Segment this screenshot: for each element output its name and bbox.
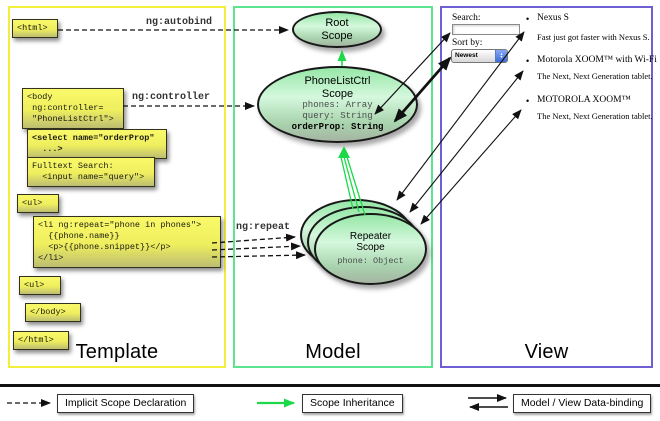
sort-select[interactable]: Newest ▲▼	[451, 49, 508, 63]
phonelistctrl-scope-ellipse: PhoneListCtrl Scope phones: Array query:…	[257, 66, 418, 143]
view-item-desc: The Next, Next Generation tablet.	[537, 111, 653, 121]
phonelistctrl-prop-orderprop: orderProp: String	[291, 122, 384, 133]
bullet-icon: •	[526, 14, 530, 24]
model-panel-label: Model	[305, 341, 361, 363]
view-item-title: Nexus S	[537, 13, 569, 23]
sort-by-label: Sort by:	[452, 38, 483, 48]
legend-separator	[0, 384, 660, 387]
code-body-open: <body ng:controller= "PhoneListCtrl">	[22, 88, 124, 129]
phonelistctrl-scope-title: PhoneListCtrl Scope	[304, 75, 371, 100]
legend-model-view-data-binding: Model / View Data-binding	[513, 394, 652, 413]
code-html-open: <html>	[12, 19, 58, 38]
code-ul-close: <ul>	[19, 276, 61, 295]
model-panel: Model	[233, 6, 433, 368]
ng-controller-label: ng:controller	[132, 92, 211, 103]
bullet-icon: •	[526, 56, 530, 66]
search-input[interactable]	[452, 24, 520, 35]
legend-double-arrow-icon	[468, 394, 508, 411]
root-scope-ellipse: Root Scope	[292, 11, 382, 48]
code-html-close: </html>	[13, 331, 69, 350]
legend-implicit-scope-declaration: Implicit Scope Declaration	[57, 394, 195, 413]
dropdown-stepper-icon: ▲▼	[495, 50, 507, 62]
legend-scope-inheritance: Scope Inheritance	[302, 394, 403, 413]
repeater-scope-title: Repeater Scope	[349, 231, 392, 254]
sort-select-value: Newest	[455, 52, 478, 59]
code-body-close: </body>	[25, 303, 81, 322]
ng-autobind-label: ng:autobind	[146, 17, 213, 28]
phonelistctrl-prop-query: query: String	[302, 111, 373, 122]
template-panel-label: Template	[75, 341, 159, 363]
code-li-repeat: <li ng:repeat="phone in phones"> {{phone…	[33, 216, 221, 268]
view-item-title: MOTOROLA XOOM™	[537, 95, 631, 105]
code-fulltext-search: Fulltext Search: <input name="query">	[27, 157, 155, 187]
view-panel-label: View	[524, 341, 569, 363]
view-item-desc: The Next, Next Generation tablet.	[537, 71, 653, 81]
ng-repeat-label: ng:repeat	[236, 222, 291, 233]
view-item-desc: Fast just got faster with Nexus S.	[537, 32, 650, 42]
code-select: <select name="orderProp" ...>	[27, 129, 167, 159]
repeater-scope-ellipse-front: Repeater Scope phone: Object	[314, 213, 427, 285]
repeater-prop-phone: phone: Object	[337, 256, 404, 267]
code-ul-open: <ul>	[17, 194, 59, 213]
bullet-icon: •	[526, 96, 530, 106]
root-scope-title: Root Scope	[321, 17, 353, 42]
phonelistctrl-prop-phones: phones: Array	[302, 99, 373, 110]
search-label: Search:	[452, 13, 481, 23]
view-item-title: Motorola XOOM™ with Wi-Fi	[537, 55, 657, 65]
